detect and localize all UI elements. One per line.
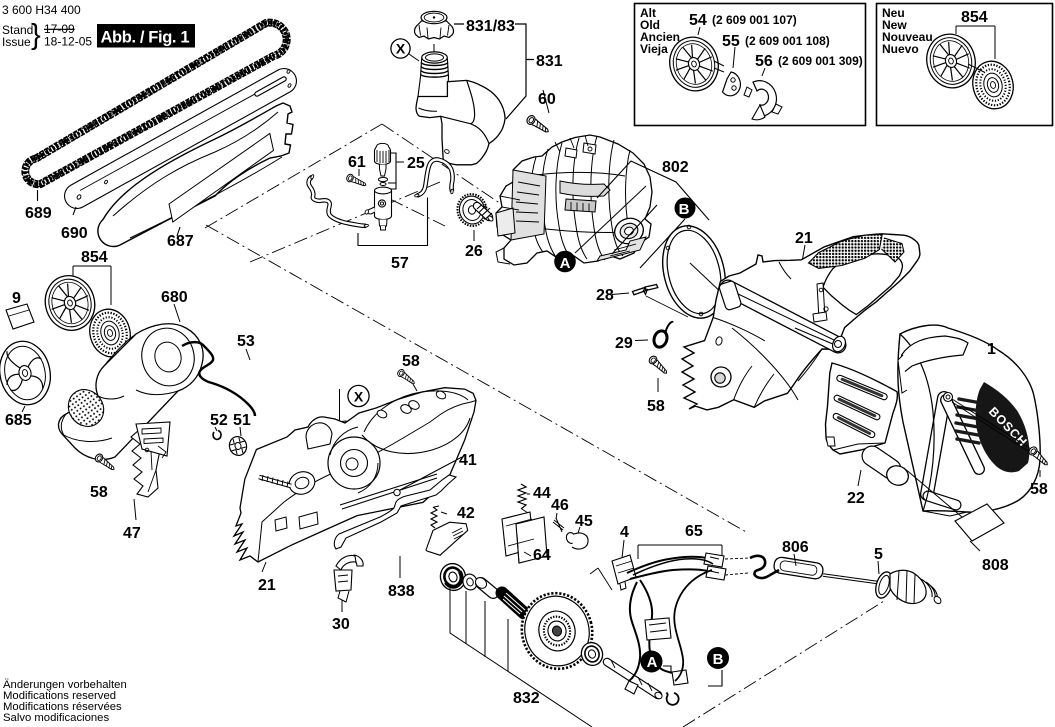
svg-text:25: 25 — [407, 155, 425, 172]
svg-text:838: 838 — [388, 583, 415, 600]
svg-text:New: New — [882, 18, 907, 32]
svg-text:Änderungen vorbehalten: Änderungen vorbehalten — [3, 679, 127, 691]
svg-text:Modifications réservées: Modifications réservées — [3, 701, 122, 713]
svg-text:29: 29 — [615, 335, 633, 352]
svg-text:(2 609 001 309): (2 609 001 309) — [778, 54, 863, 68]
svg-text:47: 47 — [123, 525, 141, 542]
svg-text:Neu: Neu — [882, 6, 905, 20]
svg-text:1: 1 — [987, 341, 996, 358]
svg-text:4: 4 — [620, 524, 629, 541]
svg-text:55: 55 — [722, 33, 740, 50]
svg-text:64: 64 — [533, 547, 551, 564]
svg-text:854: 854 — [81, 249, 108, 266]
svg-text:60: 60 — [538, 91, 556, 108]
svg-text:A: A — [560, 255, 571, 272]
svg-text:Ancien: Ancien — [640, 30, 680, 44]
svg-text:21: 21 — [795, 230, 813, 247]
svg-text:690: 690 — [61, 225, 88, 242]
svg-text:A: A — [647, 654, 658, 671]
svg-text:Nouveau: Nouveau — [882, 30, 933, 44]
svg-text:53: 53 — [237, 333, 255, 350]
svg-text:806: 806 — [782, 539, 809, 556]
svg-text:58: 58 — [1030, 481, 1048, 498]
svg-text:B: B — [713, 651, 724, 668]
svg-text:41: 41 — [459, 452, 477, 469]
svg-text:Abb. / Fig. 1: Abb. / Fig. 1 — [101, 29, 190, 47]
svg-text:X: X — [354, 389, 364, 405]
svg-text:17-09: 17-09 — [44, 22, 75, 36]
svg-text:54: 54 — [689, 12, 707, 29]
svg-text:26: 26 — [465, 243, 483, 260]
svg-text:B: B — [679, 201, 690, 218]
svg-text:}: } — [31, 19, 41, 51]
svg-text:687: 687 — [167, 233, 194, 250]
svg-text:56: 56 — [755, 53, 773, 70]
svg-text:45: 45 — [575, 513, 593, 530]
svg-text:65: 65 — [685, 523, 703, 540]
svg-text:Stand: Stand — [2, 23, 33, 37]
svg-text:18-12-05: 18-12-05 — [44, 35, 92, 49]
svg-text:51: 51 — [233, 412, 251, 429]
svg-text:28: 28 — [596, 287, 614, 304]
svg-text:30: 30 — [332, 616, 350, 633]
svg-text:21: 21 — [258, 577, 276, 594]
svg-text:832: 832 — [513, 690, 540, 707]
svg-text:9: 9 — [12, 290, 21, 307]
svg-text:52: 52 — [210, 412, 228, 429]
svg-text:Issue: Issue — [2, 35, 31, 49]
svg-text:Nuevo: Nuevo — [882, 42, 919, 56]
svg-text:58: 58 — [90, 484, 108, 501]
svg-text:689: 689 — [25, 205, 52, 222]
svg-text:685: 685 — [5, 412, 32, 429]
svg-text:Vieja: Vieja — [640, 42, 668, 56]
svg-text:(2 609 001 107): (2 609 001 107) — [712, 13, 797, 27]
svg-text:44: 44 — [533, 485, 551, 502]
svg-text:61: 61 — [348, 154, 366, 171]
svg-text:854: 854 — [961, 9, 988, 26]
svg-text:(2 609 001 108): (2 609 001 108) — [745, 34, 830, 48]
svg-text:Salvo modificaciones: Salvo modificaciones — [3, 712, 109, 724]
svg-text:57: 57 — [391, 255, 409, 272]
svg-text:42: 42 — [457, 505, 475, 522]
svg-text:X: X — [396, 41, 406, 57]
svg-text:58: 58 — [647, 398, 665, 415]
svg-text:5: 5 — [874, 546, 883, 563]
svg-text:802: 802 — [662, 159, 689, 176]
svg-text:Modifications reserved: Modifications reserved — [3, 690, 116, 702]
svg-text:Old: Old — [640, 18, 660, 32]
svg-text:46: 46 — [551, 497, 569, 514]
svg-text:58: 58 — [402, 353, 420, 370]
svg-text:Alt: Alt — [640, 6, 656, 20]
svg-text:831: 831 — [536, 53, 563, 70]
svg-text:3 600 H34 400: 3 600 H34 400 — [2, 3, 81, 17]
svg-text:22: 22 — [847, 490, 865, 507]
svg-text:831/83: 831/83 — [466, 18, 515, 35]
svg-text:680: 680 — [161, 289, 188, 306]
svg-text:808: 808 — [982, 557, 1009, 574]
